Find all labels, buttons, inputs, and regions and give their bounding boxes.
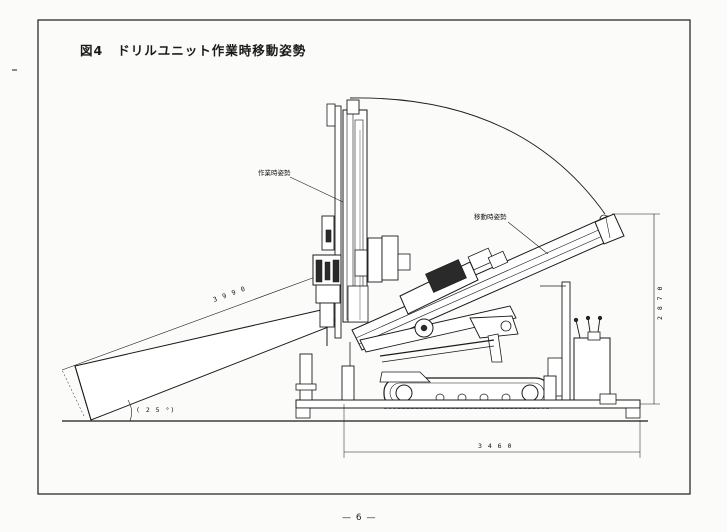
dim-height: 2 8 7 0 bbox=[656, 286, 664, 320]
control-box bbox=[547, 315, 611, 401]
dim-angle: ( 2 5 °) bbox=[136, 406, 175, 414]
feed-boom-inclined-right bbox=[351, 213, 625, 351]
mast-bracket bbox=[354, 235, 411, 283]
figure-title: 図4 ドリルユニット作業時移動姿勢 bbox=[80, 40, 306, 59]
rotary-head bbox=[312, 215, 342, 346]
lift-arm bbox=[359, 305, 519, 363]
feed-boom-inclined-long bbox=[61, 275, 337, 421]
vertical-mast bbox=[326, 99, 369, 339]
base-frame bbox=[295, 342, 641, 419]
angle-arc bbox=[127, 399, 132, 422]
figure-number: 図4 bbox=[80, 43, 104, 58]
sheet-border bbox=[37, 19, 691, 495]
swing-arc bbox=[349, 97, 606, 215]
figure-title-text: ドリルユニット作業時移動姿勢 bbox=[117, 43, 307, 58]
inclined-drifter bbox=[399, 247, 509, 315]
leader-working bbox=[289, 176, 344, 203]
page-number: — 6 — bbox=[342, 513, 377, 523]
callout-working-posture: 作業時姿勢 bbox=[258, 168, 291, 177]
dim-width: 3 4 6 0 bbox=[478, 442, 512, 450]
callout-moving-posture: 移動時姿勢 bbox=[474, 212, 507, 221]
height-dimension bbox=[612, 213, 660, 405]
leader-moving bbox=[507, 221, 549, 255]
width-dimension bbox=[343, 404, 641, 458]
dim-boom-length: 3 9 9 0 bbox=[212, 285, 247, 304]
